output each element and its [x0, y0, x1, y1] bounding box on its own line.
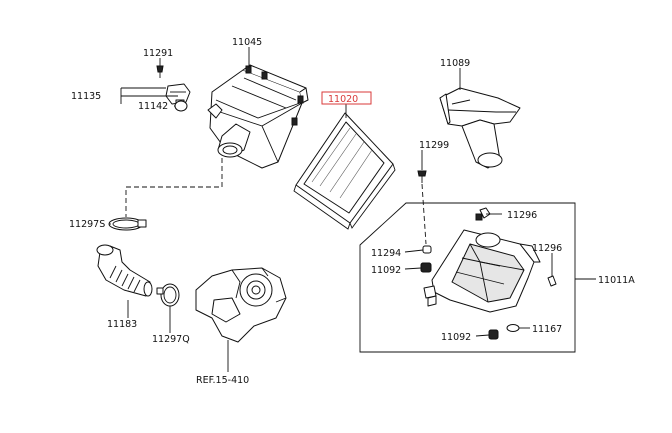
- grommet-11167[interactable]: [506, 324, 520, 332]
- bolt-11299[interactable]: [417, 170, 427, 183]
- mount-rubber-lower[interactable]: [488, 329, 499, 340]
- hose-clamp-11297q[interactable]: [156, 283, 180, 307]
- air-cleaner-element[interactable]: [293, 112, 396, 230]
- lower-case-frame: [359, 202, 576, 353]
- label-11011a[interactable]: 11011A: [598, 275, 635, 286]
- label-11183[interactable]: 11183: [107, 319, 137, 330]
- label-11089[interactable]: 11089: [440, 58, 470, 69]
- label-11294[interactable]: 11294: [371, 248, 401, 259]
- highlight-box-11020: [321, 91, 372, 105]
- label-ref-15-410[interactable]: REF.15-410: [196, 375, 249, 386]
- label-11297q[interactable]: 11297Q: [152, 334, 190, 345]
- label-11092-upper[interactable]: 11092: [371, 265, 401, 276]
- label-11299[interactable]: 11299: [419, 140, 449, 151]
- label-11135[interactable]: 11135: [71, 91, 101, 102]
- label-11045[interactable]: 11045: [232, 37, 262, 48]
- sensor-screw[interactable]: [156, 65, 164, 78]
- label-11142[interactable]: 11142: [138, 101, 168, 112]
- label-11296-right[interactable]: 11296: [532, 243, 562, 254]
- label-11167[interactable]: 11167: [532, 324, 562, 335]
- label-11020[interactable]: 11020: [328, 94, 358, 105]
- grommet-11294[interactable]: [422, 245, 432, 254]
- label-11092-lower[interactable]: 11092: [441, 332, 471, 343]
- intake-hose[interactable]: [96, 244, 153, 297]
- air-cleaner-lower-case[interactable]: [423, 213, 541, 313]
- air-intake-duct[interactable]: [439, 87, 521, 169]
- air-cleaner-upper-case[interactable]: [207, 64, 309, 169]
- connector-dash: [125, 158, 223, 217]
- label-11297s[interactable]: 11297S: [69, 219, 105, 230]
- label-11291[interactable]: 11291: [143, 48, 173, 59]
- label-11296-top[interactable]: 11296: [507, 210, 537, 221]
- pin-11296-right[interactable]: [547, 275, 557, 287]
- hose-clamp-11297s[interactable]: [108, 217, 147, 231]
- o-ring[interactable]: [174, 100, 188, 112]
- mount-rubber-upper[interactable]: [420, 262, 432, 273]
- leader-lines: [109, 47, 596, 372]
- turbocharger-reference[interactable]: [195, 267, 287, 343]
